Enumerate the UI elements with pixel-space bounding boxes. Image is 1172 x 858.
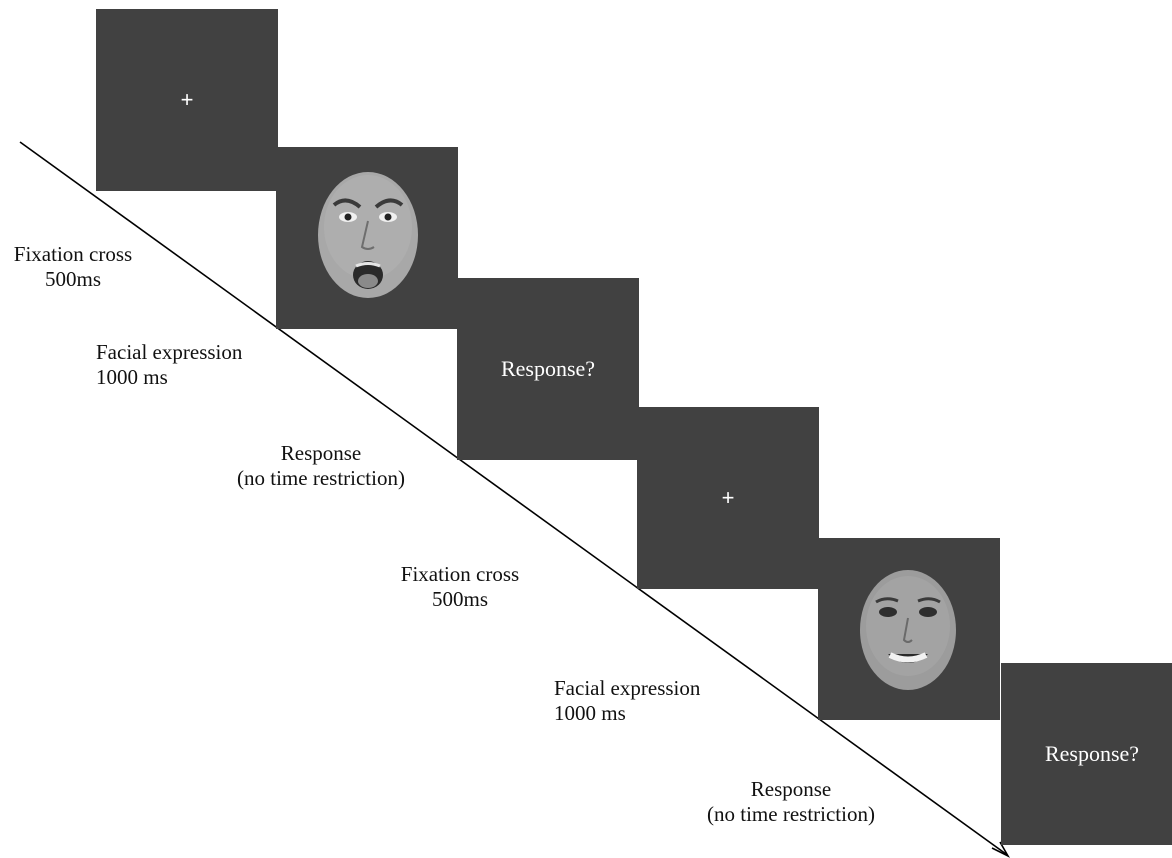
response-label-title: Response — [280, 441, 362, 465]
arrow-head-icon — [991, 841, 1011, 858]
fixation-label-duration: 500ms — [44, 267, 101, 291]
response-screen-1: Response? — [457, 278, 639, 460]
response-prompt-2: Response? — [1044, 741, 1140, 766]
face-label-2: Facial expression 1000 ms — [554, 676, 700, 726]
fixation-cross-icon: + — [721, 485, 735, 510]
face-label-title: Facial expression — [554, 676, 701, 700]
fixation-label-duration: 500ms — [431, 587, 488, 611]
fixation-label-title: Fixation cross — [400, 562, 520, 586]
face-label-1: Facial expression 1000 ms — [96, 340, 242, 390]
face-label-duration: 1000 ms — [96, 365, 168, 389]
response-label-duration: (no time restriction) — [707, 802, 875, 826]
fixation-label-title: Fixation cross — [13, 242, 133, 266]
response-prompt-1: Response? — [500, 356, 596, 381]
fixation-label-1: Fixation cross 500ms — [8, 242, 138, 292]
response-screen-2: Response? — [1001, 663, 1172, 845]
angry-face-image — [318, 172, 418, 298]
response-label-title: Response — [750, 777, 832, 801]
response-label-duration: (no time restriction) — [237, 466, 405, 490]
face-screen-2 — [818, 538, 1000, 720]
face-screen-1 — [276, 147, 458, 329]
face-label-title: Facial expression — [96, 340, 243, 364]
fixation-label-2: Fixation cross 500ms — [390, 562, 530, 612]
fixation-screen-1: + — [96, 9, 278, 191]
timeline-line — [19, 141, 1007, 855]
face-label-duration: 1000 ms — [554, 701, 626, 725]
fixation-cross-icon: + — [180, 87, 194, 112]
response-label-1: Response (no time restriction) — [216, 441, 426, 491]
fixation-screen-2: + — [637, 407, 819, 589]
happy-face-image — [860, 570, 956, 690]
response-label-2: Response (no time restriction) — [686, 777, 896, 827]
